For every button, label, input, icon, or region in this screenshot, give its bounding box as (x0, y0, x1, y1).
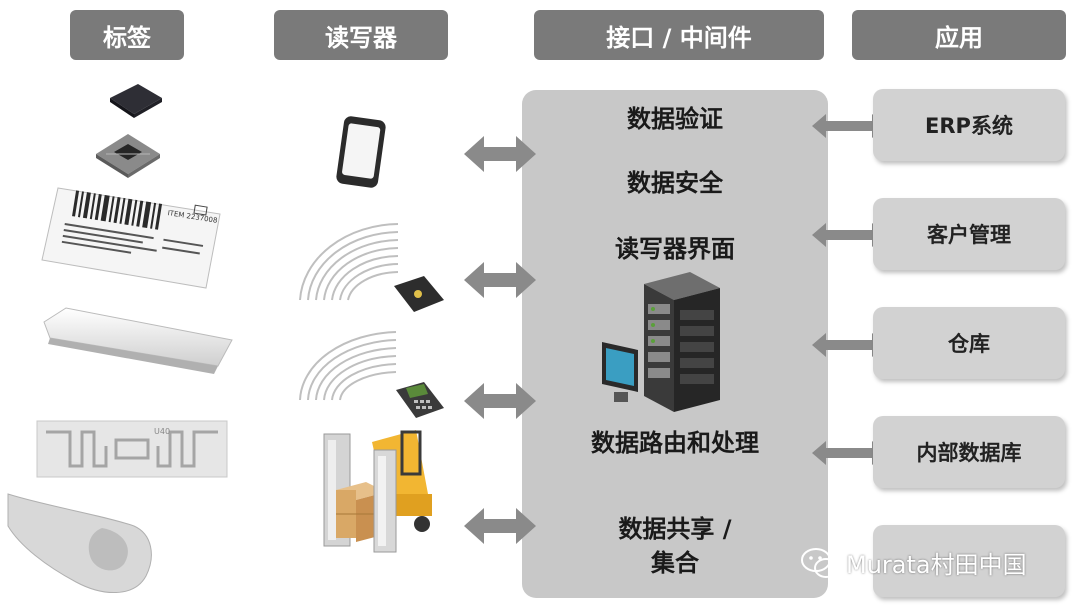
data-sharing-line2: 集合 (651, 549, 699, 577)
double-arrow-icon (812, 441, 886, 465)
double-arrow-icon (464, 383, 536, 419)
data-sharing-line1: 数据共享 / (618, 515, 732, 543)
app-warehouse: 仓库 (873, 307, 1065, 379)
payment-reader-waves-image (299, 331, 444, 418)
header-tags: 标签 (70, 10, 184, 60)
app-internal-database: 内部数据库 (873, 416, 1065, 488)
wechat-icon (801, 547, 838, 578)
double-arrow-icon (812, 223, 886, 247)
app-empty (873, 525, 1065, 597)
double-arrow-icon (812, 333, 886, 357)
data-validation: 数据验证 (627, 105, 723, 133)
rfid-chip-module-image (96, 134, 160, 178)
header-applications: 应用 (852, 10, 1066, 60)
app-crm: 客户管理 (873, 198, 1065, 270)
watermark-text: Murata村田中国 (846, 551, 1027, 579)
uhf-hard-tag-image (43, 307, 233, 374)
server-monitor-image (602, 272, 720, 412)
double-arrow-icon (464, 136, 536, 172)
fixed-reader-waves-image (299, 223, 444, 312)
inlay-tag-image: U40 (36, 420, 228, 478)
data-security: 数据安全 (627, 169, 723, 197)
barcode-label-image: ITEM 2237008 (41, 187, 221, 289)
double-arrow-icon (812, 114, 886, 138)
reader-interface: 读写器界面 (615, 235, 735, 263)
rfid-chip-image (110, 84, 162, 118)
header-readers: 读写器 (274, 10, 448, 60)
watermark: Murata村田中国 (800, 545, 1027, 580)
double-arrow-icon (464, 262, 536, 298)
handheld-reader-image (336, 116, 386, 188)
app-erp: ERP系统 (873, 89, 1065, 161)
data-routing-processing: 数据路由和处理 (591, 429, 759, 457)
header-middleware: 接口 / 中间件 (534, 10, 824, 60)
double-arrow-icon (464, 508, 536, 544)
security-tag-image (7, 493, 152, 593)
inlay-code-text: U40 (154, 427, 170, 436)
forklift-portal-image (323, 430, 432, 553)
